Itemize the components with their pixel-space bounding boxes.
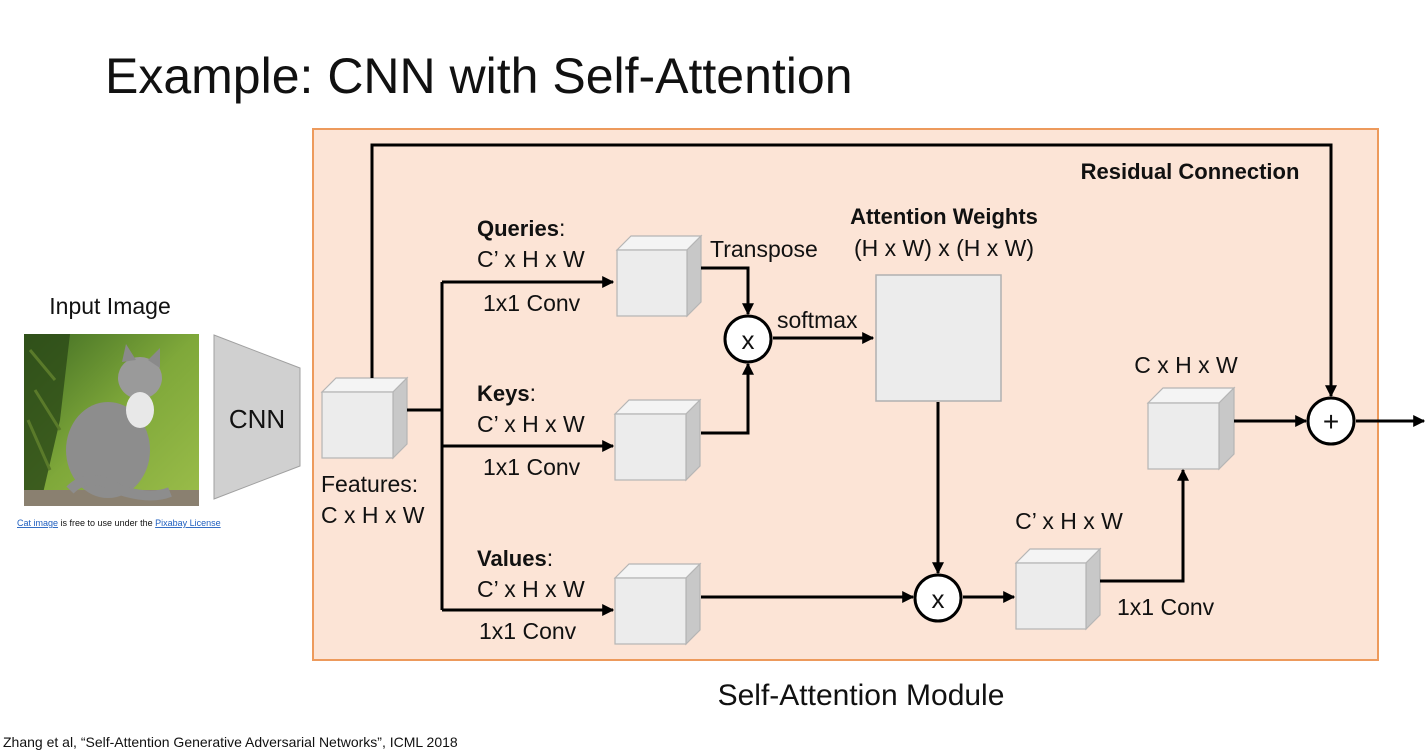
keys-cube [613,398,702,482]
output-conv-label: 1x1 Conv [1117,594,1215,620]
values-shape: C’ x H x W [477,576,585,602]
features-label: Features: [321,471,418,497]
values-conv-label: 1x1 Conv [479,618,577,644]
residual-connection-line [370,143,1337,398]
keys-title: Keys: [477,380,536,406]
connection-lines [370,143,1426,616]
cat-image-link[interactable]: Cat image [17,518,58,528]
attention-weights-title: Attention Weights [850,204,1038,229]
softmax-label: softmax [777,307,858,333]
citation: Zhang et al, “Self-Attention Generative … [3,734,458,750]
queries-shape: C’ x H x W [477,246,585,272]
keys-conv-label: 1x1 Conv [483,454,581,480]
svg-text:+: + [1323,406,1339,437]
svg-text:x: x [932,584,945,614]
residual-connection-label: Residual Connection [1081,159,1300,184]
attended-shape: C’ x H x W [1015,508,1123,534]
keys-to-multiply-arrow [701,362,754,435]
attention-weights-matrix [875,274,1002,402]
input-image-label: Input Image [49,293,170,319]
transpose-arrow [701,266,754,316]
cnn-label: CNN [229,404,285,434]
transpose-label: Transpose [710,236,818,262]
self-attention-module-label: Self-Attention Module [718,679,1005,712]
output-conv-cube [1146,386,1236,471]
queries-conv-label: 1x1 Conv [483,290,581,316]
features-shape: C x H x W [321,502,425,528]
values-title: Values: [477,545,553,571]
svg-text:x: x [742,325,755,355]
cat-image [24,334,199,506]
image-credit: Cat image is free to use under the Pixab… [17,518,221,528]
conv-up-arrow [1100,468,1189,583]
pixabay-license-link[interactable]: Pixabay License [155,518,221,528]
queries-cube [615,234,703,318]
credit-text: is free to use under the [58,518,155,528]
multiply-operator-1: x [723,314,773,364]
add-operator: + [1306,396,1356,446]
multiply-operator-2: x [913,573,963,623]
keys-shape: C’ x H x W [477,411,585,437]
queries-title: Queries: [477,215,565,241]
attended-cube [1014,547,1102,631]
values-cube [613,562,702,646]
attention-weights-shape: (H x W) x (H x W) [854,235,1034,261]
features-cube [320,376,409,460]
cnn-block [213,334,301,500]
slide-title: Example: CNN with Self-Attention [105,48,853,104]
output-shape: C x H x W [1134,352,1238,378]
